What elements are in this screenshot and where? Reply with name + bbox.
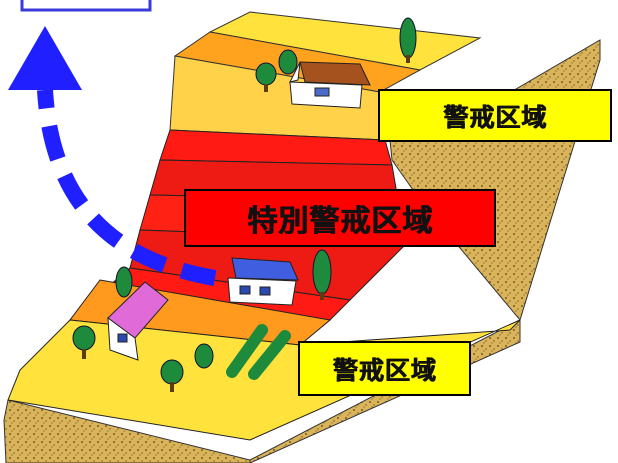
house-icon — [107, 281, 169, 361]
tree-icon — [278, 49, 298, 75]
top-left-frame — [20, 0, 152, 12]
house-icon — [227, 257, 299, 306]
tree-icon — [115, 266, 133, 298]
tree-icon — [399, 17, 417, 63]
tree-icon — [194, 343, 214, 369]
tree-icon — [72, 325, 96, 359]
house-icon — [289, 61, 371, 109]
soil-front-face — [3, 399, 251, 463]
slope-soil-side — [389, 39, 601, 322]
tree-icon — [160, 359, 184, 392]
special-warning-zone-label: 特別警戒区域 — [184, 189, 496, 247]
warning-zone-label-top: 警戒区域 — [378, 89, 612, 142]
tree-icon — [255, 62, 277, 92]
warning-zone-label-bottom: 警戒区域 — [298, 341, 471, 396]
dashed-arrow-up-icon — [8, 26, 217, 286]
hedge-icon — [226, 324, 291, 380]
tree-icon — [312, 249, 332, 300]
